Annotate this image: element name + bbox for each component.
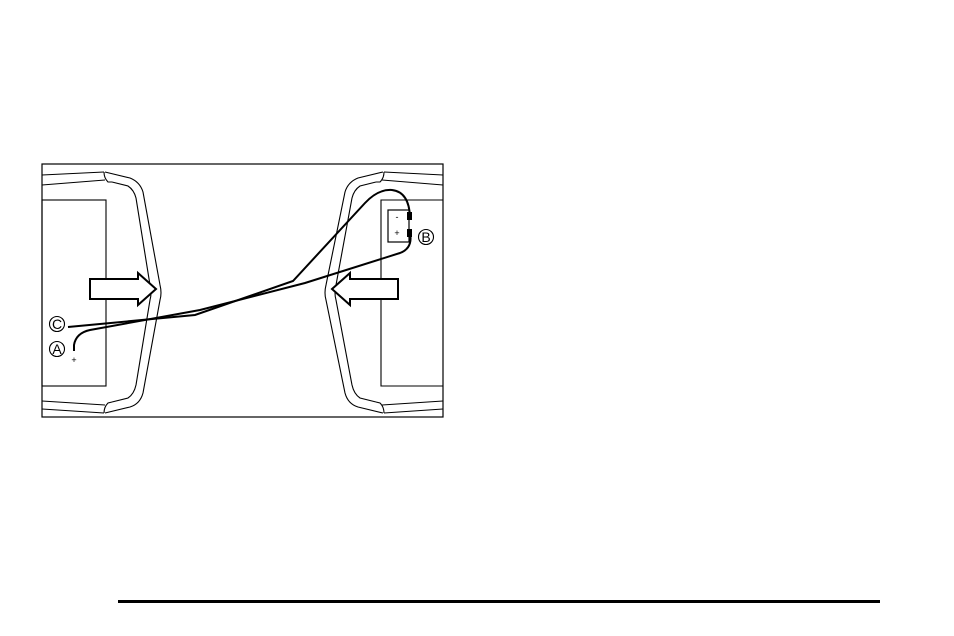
- footer-rule: [118, 600, 880, 603]
- callout-b: B: [419, 229, 434, 245]
- callout-b-label: B: [421, 229, 430, 245]
- battery-negative-label: -: [396, 212, 399, 222]
- callout-c-label: C: [52, 316, 62, 332]
- callout-a-label: A: [52, 341, 62, 357]
- battery-positive-label: +: [394, 228, 399, 238]
- dead-vehicle-positive-label: +: [71, 355, 76, 365]
- callout-c: C: [50, 316, 65, 332]
- callout-a: A: [50, 341, 65, 357]
